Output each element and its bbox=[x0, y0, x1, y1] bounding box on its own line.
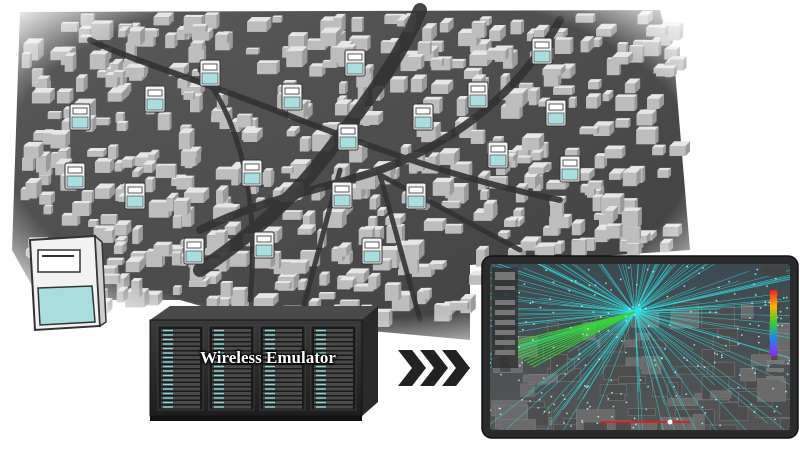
smart-meter-icon bbox=[253, 231, 275, 259]
smart-meter-icon bbox=[124, 182, 146, 210]
smart-meter-icon bbox=[69, 103, 91, 131]
smart-meter-icon bbox=[412, 103, 434, 131]
smart-meter-icon bbox=[467, 81, 489, 109]
smart-meter-icon-large bbox=[28, 234, 107, 332]
smart-meter-icon bbox=[281, 83, 303, 111]
smart-meter-icon bbox=[64, 162, 86, 190]
smart-meter-icon bbox=[559, 155, 581, 183]
smart-meter-icon bbox=[144, 85, 166, 113]
smart-meter-icon bbox=[337, 123, 359, 151]
server-rack-icon bbox=[149, 306, 378, 417]
smart-meter-icon bbox=[183, 237, 205, 265]
smart-meter-icon bbox=[331, 181, 353, 209]
tablet-icon bbox=[481, 255, 799, 439]
smart-meter-icon bbox=[344, 49, 366, 77]
wireless-emulator-label: Wireless Emulator bbox=[200, 348, 336, 367]
smart-meter-icon bbox=[531, 37, 553, 65]
smart-meter-icon bbox=[361, 237, 383, 265]
smart-meter-icon bbox=[487, 141, 509, 169]
arrow-right-icon bbox=[398, 350, 470, 386]
smart-meter-icon bbox=[199, 59, 221, 87]
smart-meter-icon bbox=[405, 182, 427, 210]
smart-meter-icon bbox=[545, 99, 567, 127]
smart-meter-icon bbox=[241, 159, 263, 187]
